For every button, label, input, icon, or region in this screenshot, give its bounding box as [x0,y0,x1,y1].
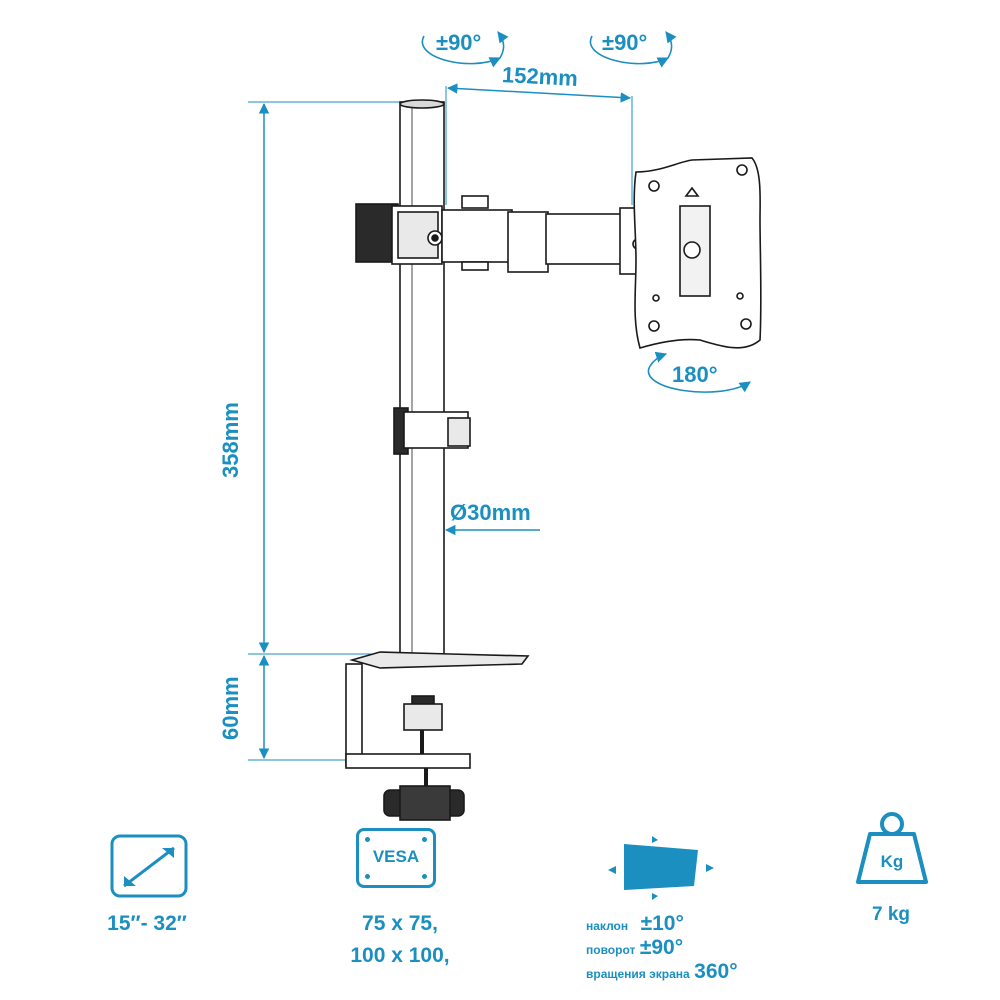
plate-rotation-label: 180° [672,362,718,387]
rotation-right-label: ±90° [602,30,648,55]
clamp-height-label: 60mm [218,676,243,740]
vesa-badge-text: VESA [372,847,420,866]
tilt-value: ±10° [640,912,684,935]
weight-value: 7 kg [871,904,911,925]
swivel-value: ±90° [639,936,684,959]
screen-size-icon [110,834,188,898]
swivel-label: поворот [586,943,636,957]
tilt-row: наклон ±10° [586,912,684,936]
arm-length-label: 152mm [501,62,579,91]
vesa-values-line1: 75 x 75, [362,912,438,935]
swivel-row: поворот ±90° [586,936,683,960]
arm [355,195,644,275]
rotation-arcs [421,31,751,393]
tilt-label: наклон [586,919,629,933]
weight-badge-text: Kg [880,852,904,871]
pole-diameter-label: Ø30mm [450,500,531,525]
pole-height-label: 358mm [218,402,243,478]
dimension-lines [248,83,633,761]
rotation-label: вращения экрана [586,967,690,981]
desk-clamp [345,651,530,821]
weight-icon [856,812,928,884]
screen-size-value: 15″- 32″ [107,912,187,935]
vesa-values-line2: 100 x 100, [350,944,450,967]
pole [399,99,445,663]
rotation-left-label: ±90° [436,30,482,55]
vesa-plate [633,157,762,349]
tilt-swivel-icon [608,836,714,900]
vesa-icon: VESA [356,828,436,888]
rotation-value: 360° [694,960,738,983]
cable-clip [393,407,471,455]
rotation-row: вращения экрана 360° [586,960,738,984]
